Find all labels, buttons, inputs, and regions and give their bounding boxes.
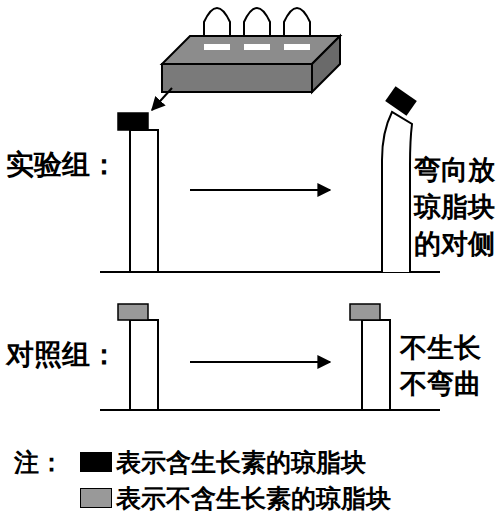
plain-agar-block	[118, 304, 148, 320]
auxin-agar-block	[385, 86, 417, 116]
agar-slab-side	[312, 36, 340, 92]
legend-text: 表示不含生长素的琼脂块	[116, 483, 496, 513]
tip-base	[244, 44, 270, 50]
agar-slab-top	[162, 36, 340, 64]
process-arrow	[190, 361, 330, 363]
note-label: 注：	[14, 447, 84, 477]
agar-slab-front	[162, 64, 312, 92]
legend-swatch	[80, 488, 112, 508]
bent-coleoptile-stem	[382, 112, 412, 272]
legend-swatch	[80, 452, 112, 472]
result-note: 弯向放琼脂块的对侧	[414, 152, 500, 263]
coleoptile-stem	[130, 320, 158, 410]
tip-base	[204, 44, 230, 50]
tip-base	[284, 44, 310, 50]
legend-text: 表示含生长素的琼脂块	[116, 447, 496, 477]
transfer-arrow	[152, 88, 172, 110]
auxin-agar-block	[118, 113, 148, 130]
group-label: 实验组：	[6, 148, 136, 182]
process-arrow	[190, 189, 330, 191]
group-label: 对照组：	[6, 338, 136, 372]
ground-line	[100, 409, 440, 411]
coleoptile-stem	[130, 130, 158, 272]
coleoptile-stem	[362, 320, 390, 410]
result-note: 不生长不弯曲	[400, 330, 486, 402]
plain-agar-block	[350, 304, 380, 320]
